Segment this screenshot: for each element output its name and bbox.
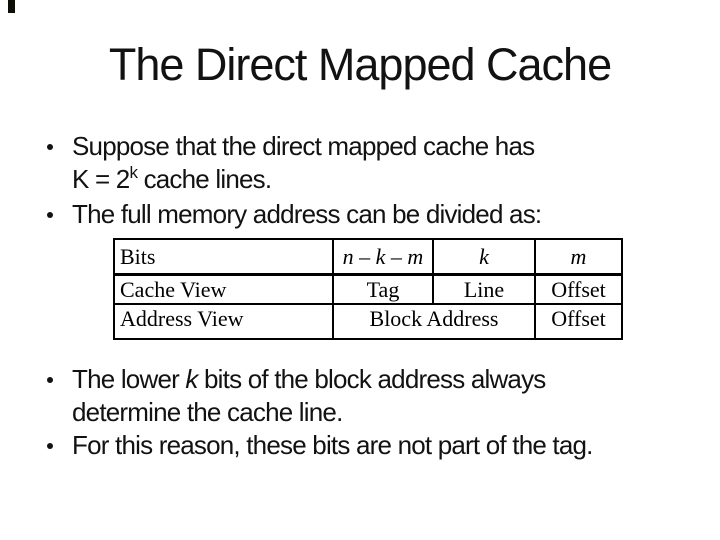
table-cell-address-view-label: Address View bbox=[113, 303, 334, 340]
address-breakdown-table: Bits n – k – m k m Cache View Tag Line O… bbox=[113, 238, 623, 340]
text-run: bits of the block address always bbox=[197, 364, 546, 394]
bullet-icon bbox=[47, 144, 53, 150]
bullet-item-lower-k-bits: The lower k bits of the block address al… bbox=[40, 363, 700, 429]
slide-title: The Direct Mapped Cache bbox=[108, 39, 612, 90]
bullet-icon bbox=[47, 212, 53, 218]
bullet-list-bottom: The lower k bits of the block address al… bbox=[40, 363, 700, 462]
bullet-item-not-part-of-tag: For this reason, these bits are not part… bbox=[40, 429, 700, 462]
bullet-item-address-divided: The full memory address can be divided a… bbox=[40, 198, 700, 231]
table-row-bits: Bits n – k – m k m bbox=[113, 238, 623, 276]
table-row-address-view: Address View Block Address Offset bbox=[113, 303, 623, 340]
table-cell-offset: Offset bbox=[534, 273, 623, 305]
bullet-text: The lower k bits of the block address al… bbox=[72, 364, 546, 427]
table-cell-line: Line bbox=[432, 273, 536, 305]
italic-variable-k: k bbox=[185, 364, 198, 394]
formula-superscript: k bbox=[129, 163, 138, 182]
formula-suffix: cache lines. bbox=[137, 164, 273, 194]
bullet-text: For this reason, these bits are not part… bbox=[72, 430, 593, 460]
bullet-list-top: Suppose that the direct mapped cache has… bbox=[40, 130, 700, 231]
table-cell-block-address: Block Address bbox=[332, 303, 536, 340]
table-cell-offset2: Offset bbox=[534, 303, 623, 340]
bullet-item-suppose: Suppose that the direct mapped cache has… bbox=[40, 130, 700, 196]
table-cell-tag-bits: n – k – m bbox=[332, 238, 434, 276]
formula-prefix: K = 2 bbox=[72, 164, 130, 194]
table-cell-bits-label: Bits bbox=[113, 238, 334, 276]
bullet-line: determine the cache line. bbox=[72, 397, 343, 427]
text-run: The lower bbox=[72, 364, 186, 394]
table-cell-line-bits: k bbox=[432, 238, 536, 276]
table-row-cache-view: Cache View Tag Line Offset bbox=[113, 273, 623, 305]
bullet-line: Suppose that the direct mapped cache has bbox=[72, 131, 535, 161]
table-cell-offset-bits: m bbox=[534, 238, 623, 276]
bullet-icon bbox=[47, 377, 53, 383]
bullet-text: The full memory address can be divided a… bbox=[72, 199, 542, 229]
table-cell-tag: Tag bbox=[332, 273, 434, 305]
bullet-text: Suppose that the direct mapped cache has… bbox=[72, 131, 535, 194]
corner-mark bbox=[8, 0, 15, 13]
table-cell-cache-view-label: Cache View bbox=[113, 273, 334, 305]
bullet-icon bbox=[47, 443, 53, 449]
